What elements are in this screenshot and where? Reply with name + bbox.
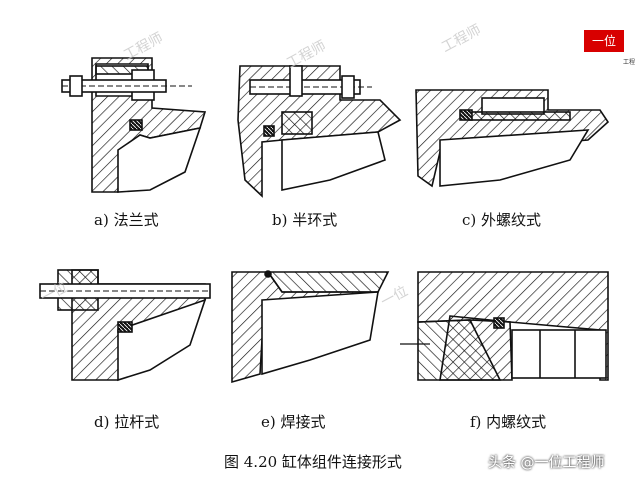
panel-a-flange <box>61 57 207 193</box>
panel-c-caption: c) 外螺纹式 <box>462 211 542 229</box>
panel-f-internal-thread <box>400 271 609 381</box>
logo-badge: 一位 <box>584 30 624 52</box>
panel-f-caption: f) 内螺纹式 <box>470 413 547 431</box>
panel-d-caption: d) 拉杆式 <box>94 413 160 431</box>
panel-c-external-thread <box>415 89 610 188</box>
panel-e-welded <box>231 270 390 384</box>
panel-e-caption: e) 焊接式 <box>261 413 326 431</box>
logo-subtext: 工程 <box>623 59 636 66</box>
panel-b-half-ring <box>237 65 402 198</box>
panel-d-tie-rod <box>39 269 211 382</box>
figure-caption: 图 4.20 缸体组件连接形式 <box>224 453 402 471</box>
panel-a-caption: a) 法兰式 <box>94 211 159 229</box>
author-byline: 头条 @一位工程师 <box>488 455 605 471</box>
panel-b-caption: b) 半环式 <box>272 211 338 229</box>
